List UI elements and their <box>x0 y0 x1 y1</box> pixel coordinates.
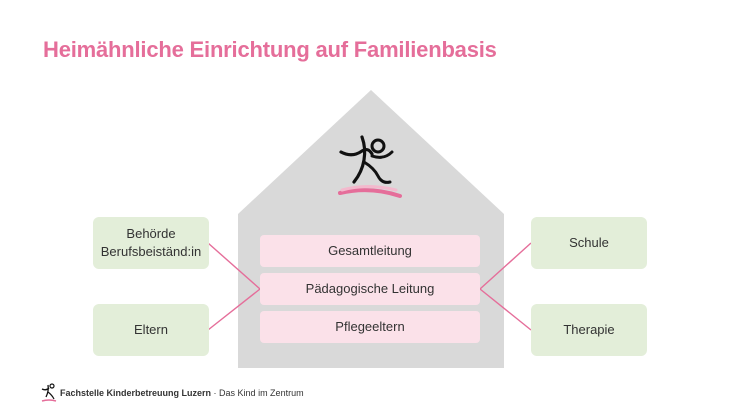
connector-school <box>479 242 532 290</box>
connector-parents <box>207 288 261 331</box>
footer-text: Fachstelle Kinderbetreuung Luzern · Das … <box>60 388 304 398</box>
slide-title: Heimähnliche Einrichtung auf Familienbas… <box>43 37 497 62</box>
connector-authority <box>207 242 261 290</box>
partner-school: Schule <box>531 217 647 269</box>
footer-logo-icon <box>41 383 57 402</box>
child-jumping-logo-icon <box>338 135 402 198</box>
partner-authority-line1: Behörde <box>126 226 176 241</box>
partner-therapy: Therapie <box>531 304 647 356</box>
level-pedagogical-lead: Pädagogische Leitung <box>260 273 480 305</box>
level-management: Gesamtleitung <box>260 235 480 267</box>
footer-organization: Fachstelle Kinderbetreuung Luzern <box>60 388 212 398</box>
footer-tagline: · Das Kind im Zentrum <box>213 388 304 398</box>
level-foster-parents: Pflegeeltern <box>260 311 480 343</box>
partner-parents: Eltern <box>93 304 209 356</box>
partner-authority-line2: Berufsbeiständ:in <box>100 244 202 259</box>
partner-authority: Behörde Berufsbeiständ:in <box>93 217 209 269</box>
connector-therapy <box>479 288 532 331</box>
